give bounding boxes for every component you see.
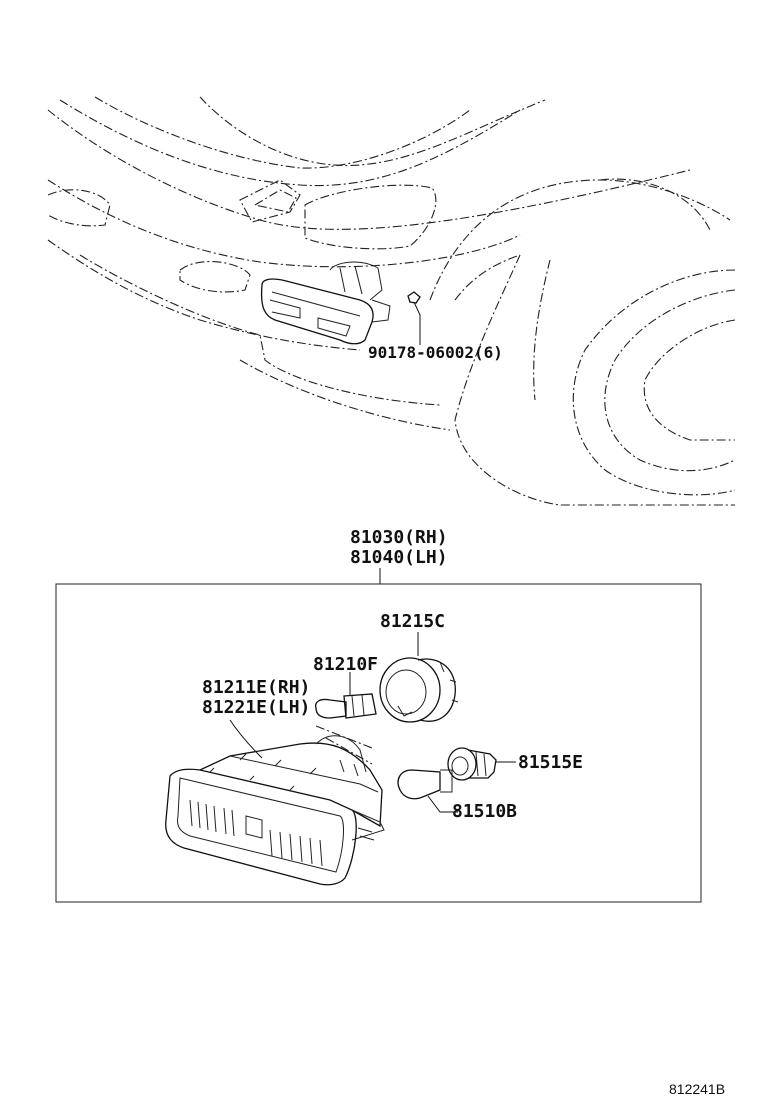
fog-lamp-installed [260,261,421,345]
lens-lh-label: 81221E(LH) [202,697,310,718]
lens-rh-label: 81211E(RH) [202,677,310,698]
bulb-socket [379,657,459,723]
halogen-bulb [314,693,377,719]
socket-part-label: 81215C [380,611,445,632]
vehicle-front-outline [47,96,736,506]
figure-number: 812241B [669,1081,725,1097]
clip-leader [413,301,421,345]
side-bulb-part-label: 81510B [452,801,517,822]
side-bulb-leader [427,795,458,813]
assembly-lh-label: 81040(LH) [350,547,448,568]
clip-part-label: 90178-06002(6) [368,343,503,362]
side-socket-part-label: 81515E [518,752,583,773]
bulb-part-label: 81210F [313,654,378,675]
assembly-frame [55,583,702,903]
assembly-rh-label: 81030(RH) [350,527,448,548]
side-bulb [397,769,453,800]
assembly-guide-lines [315,725,373,765]
side-bulb-socket [447,747,497,781]
lens-leader [229,719,263,759]
fog-lamp-unit [165,735,385,886]
